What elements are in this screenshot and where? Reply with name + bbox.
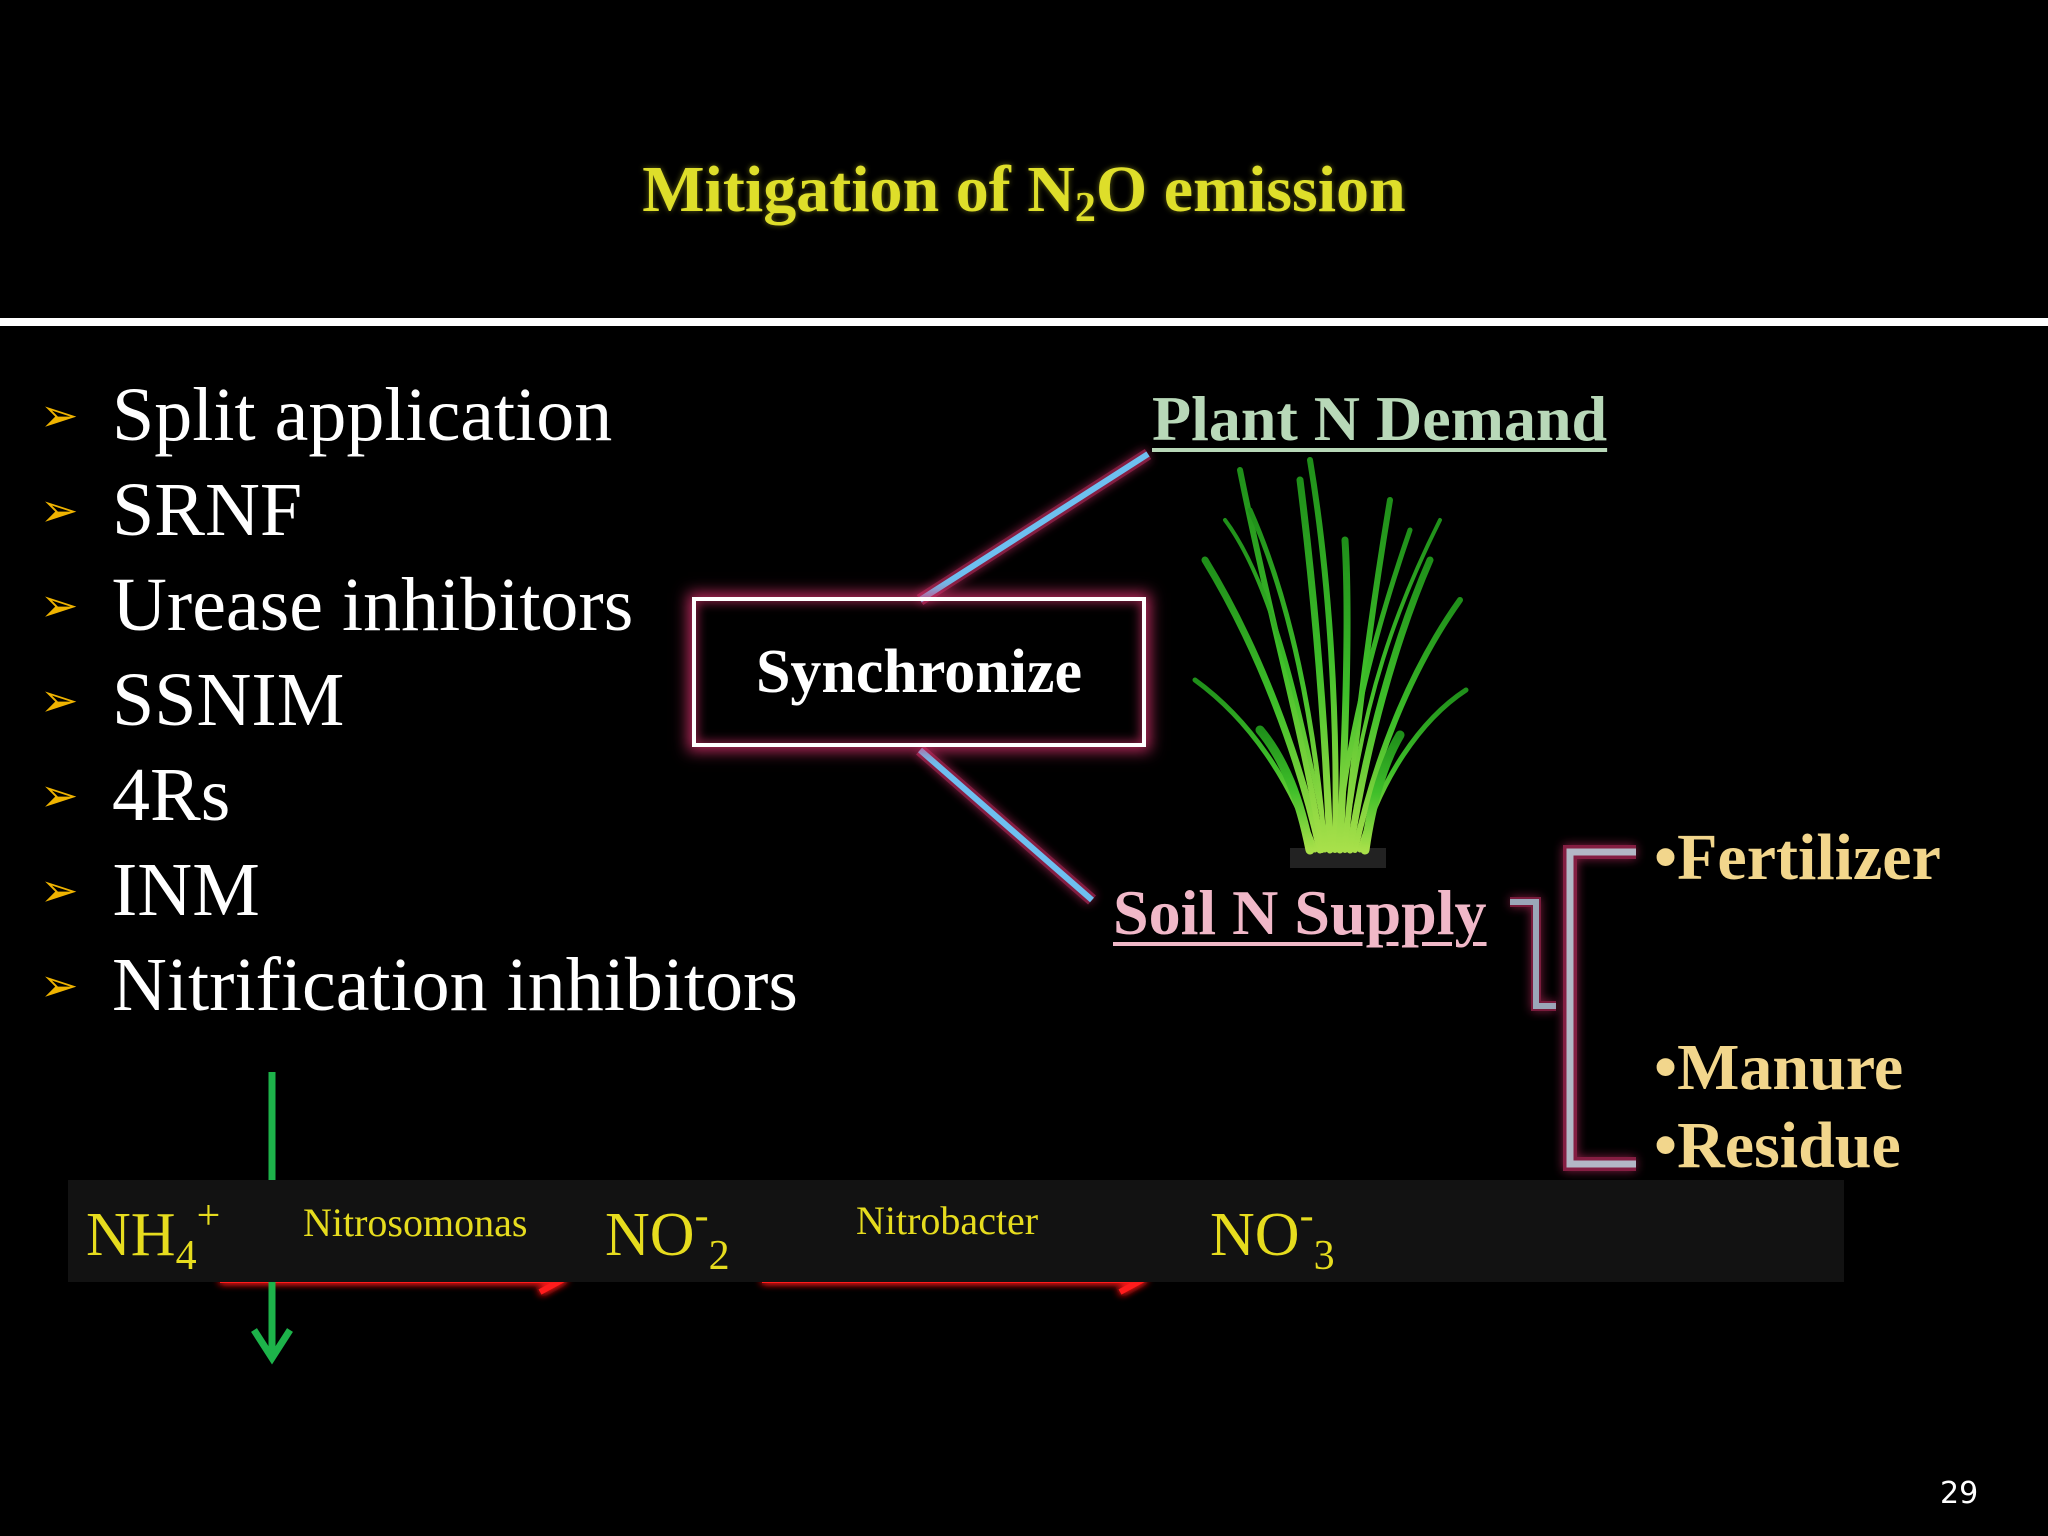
arrow-bullet-icon: ➢ xyxy=(40,673,79,727)
soil-supply-label: Soil N Supply xyxy=(1113,877,1487,948)
sources-bracket xyxy=(1563,845,1636,1171)
nitrite-subscript: 2 xyxy=(708,1233,730,1279)
list-item-text: Nitrification inhibitors xyxy=(112,943,799,1027)
title-main: Mitigation of N xyxy=(642,153,1075,226)
arrow-bullet-icon: ➢ xyxy=(40,958,79,1012)
ammonium-subscript: 4 xyxy=(175,1233,197,1279)
connector-line-demand xyxy=(916,448,1152,606)
supply-item-manure: •Manure xyxy=(1654,1031,1904,1104)
arrow-bullet-icon: ➢ xyxy=(40,768,79,822)
nitrate-subscript: 3 xyxy=(1313,1233,1335,1279)
synchronize-box: Synchronize xyxy=(692,597,1146,747)
list-item-text: Split application xyxy=(112,373,613,457)
nitrite-label: NO-2 xyxy=(605,1195,730,1277)
nitrate-charge: - xyxy=(1299,1193,1314,1239)
nitrate-label: NO-3 xyxy=(1210,1195,1335,1277)
rice-plant-icon xyxy=(1192,457,1469,868)
list-item: ➢ Urease inhibitors xyxy=(40,558,798,653)
supply-item-residue: •Residue xyxy=(1654,1109,1901,1182)
list-item: ➢ Nitrification inhibitors xyxy=(40,938,798,1033)
supply-item-fertilizer: •Fertilizer xyxy=(1654,821,1941,894)
list-item-text: SRNF xyxy=(112,468,303,552)
strategy-list: ➢ Split application ➢ SRNF ➢ Urease inhibit… xyxy=(40,368,798,1033)
arrow-bullet-icon: ➢ xyxy=(40,483,79,537)
nitrate-base: NO xyxy=(1210,1201,1300,1269)
ammonium-charge: + xyxy=(196,1193,221,1239)
ammonium-label: NH4+ xyxy=(86,1195,220,1277)
nitrobacter-label: Nitrobacter xyxy=(856,1198,1039,1243)
synchronize-label: Synchronize xyxy=(755,637,1083,706)
ammonium-base: NH xyxy=(86,1201,176,1269)
list-item: ➢ Split application xyxy=(40,368,798,463)
list-item: ➢ SRNF xyxy=(40,463,798,558)
slide-title: Mitigation of N2O emission xyxy=(0,150,2048,230)
connector-line-supply xyxy=(916,745,1096,905)
list-item-text: INM xyxy=(112,848,260,932)
list-item: ➢ 4Rs xyxy=(40,748,798,843)
arrow-bullet-icon: ➢ xyxy=(40,578,79,632)
list-item: ➢ INM xyxy=(40,843,798,938)
title-subscript: 2 xyxy=(1074,185,1096,231)
title-end: O emission xyxy=(1095,153,1406,226)
list-item: ➢ SSNIM xyxy=(40,653,798,748)
title-divider xyxy=(0,318,2048,326)
nitrite-base: NO xyxy=(605,1201,695,1269)
page-number: 29 xyxy=(1940,1476,1979,1511)
arrow-bullet-icon: ➢ xyxy=(40,863,79,917)
arrow-bullet-icon: ➢ xyxy=(40,388,79,442)
nitrite-charge: - xyxy=(694,1193,709,1239)
list-item-text: 4Rs xyxy=(112,753,231,837)
nitrification-band xyxy=(68,1180,1844,1282)
list-item-text: Urease inhibitors xyxy=(112,563,634,647)
supply-connector xyxy=(1510,897,1556,1011)
nitrosomonas-label: Nitrosomonas xyxy=(303,1200,528,1245)
list-item-text: SSNIM xyxy=(112,658,345,742)
plant-demand-label: Plant N Demand xyxy=(1152,383,1608,454)
